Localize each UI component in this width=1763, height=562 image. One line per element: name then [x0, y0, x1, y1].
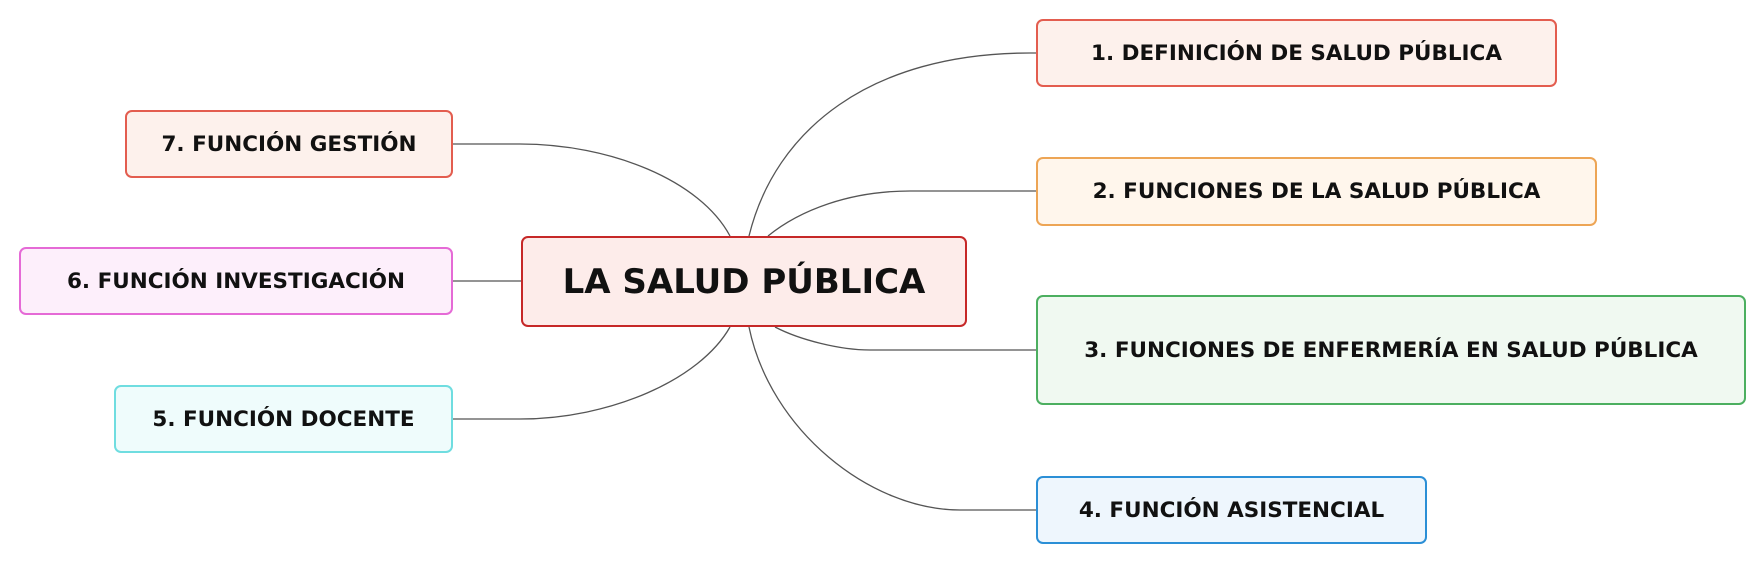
topic-label: 7. FUNCIÓN GESTIÓN	[161, 131, 417, 157]
connector-5	[453, 326, 731, 420]
topic-funcion-investigacion[interactable]: 6. FUNCIÓN INVESTIGACIÓN	[19, 247, 453, 315]
topic-funcion-gestion[interactable]: 7. FUNCIÓN GESTIÓN	[125, 110, 453, 178]
connector-3	[774, 326, 1036, 351]
topic-definicion[interactable]: 1. DEFINICIÓN DE SALUD PÚBLICA	[1036, 19, 1557, 87]
topic-funcion-docente[interactable]: 5. FUNCIÓN DOCENTE	[114, 385, 453, 453]
connector-4	[748, 326, 1036, 511]
connector-7	[453, 143, 731, 237]
topic-label: 5. FUNCIÓN DOCENTE	[152, 406, 415, 432]
topic-label: 3. FUNCIONES DE ENFERMERÍA EN SALUD PÚBL…	[1084, 337, 1698, 363]
connector-2	[767, 190, 1036, 237]
topic-label: 6. FUNCIÓN INVESTIGACIÓN	[66, 268, 406, 294]
topic-label: 2. FUNCIONES DE LA SALUD PÚBLICA	[1092, 179, 1541, 204]
topic-funcion-asistencial[interactable]: 4. FUNCIÓN ASISTENCIAL	[1036, 476, 1427, 544]
central-topic[interactable]: LA SALUD PÚBLICA	[521, 236, 967, 327]
topic-label: 4. FUNCIÓN ASISTENCIAL	[1078, 497, 1385, 523]
topic-funciones-salud-publica[interactable]: 2. FUNCIONES DE LA SALUD PÚBLICA	[1036, 157, 1597, 226]
topic-label: 1. DEFINICIÓN DE SALUD PÚBLICA	[1091, 40, 1502, 66]
central-topic-label: LA SALUD PÚBLICA	[562, 261, 926, 302]
connector-1	[748, 52, 1036, 237]
topic-funciones-enfermeria[interactable]: 3. FUNCIONES DE ENFERMERÍA EN SALUD PÚBL…	[1036, 295, 1746, 405]
